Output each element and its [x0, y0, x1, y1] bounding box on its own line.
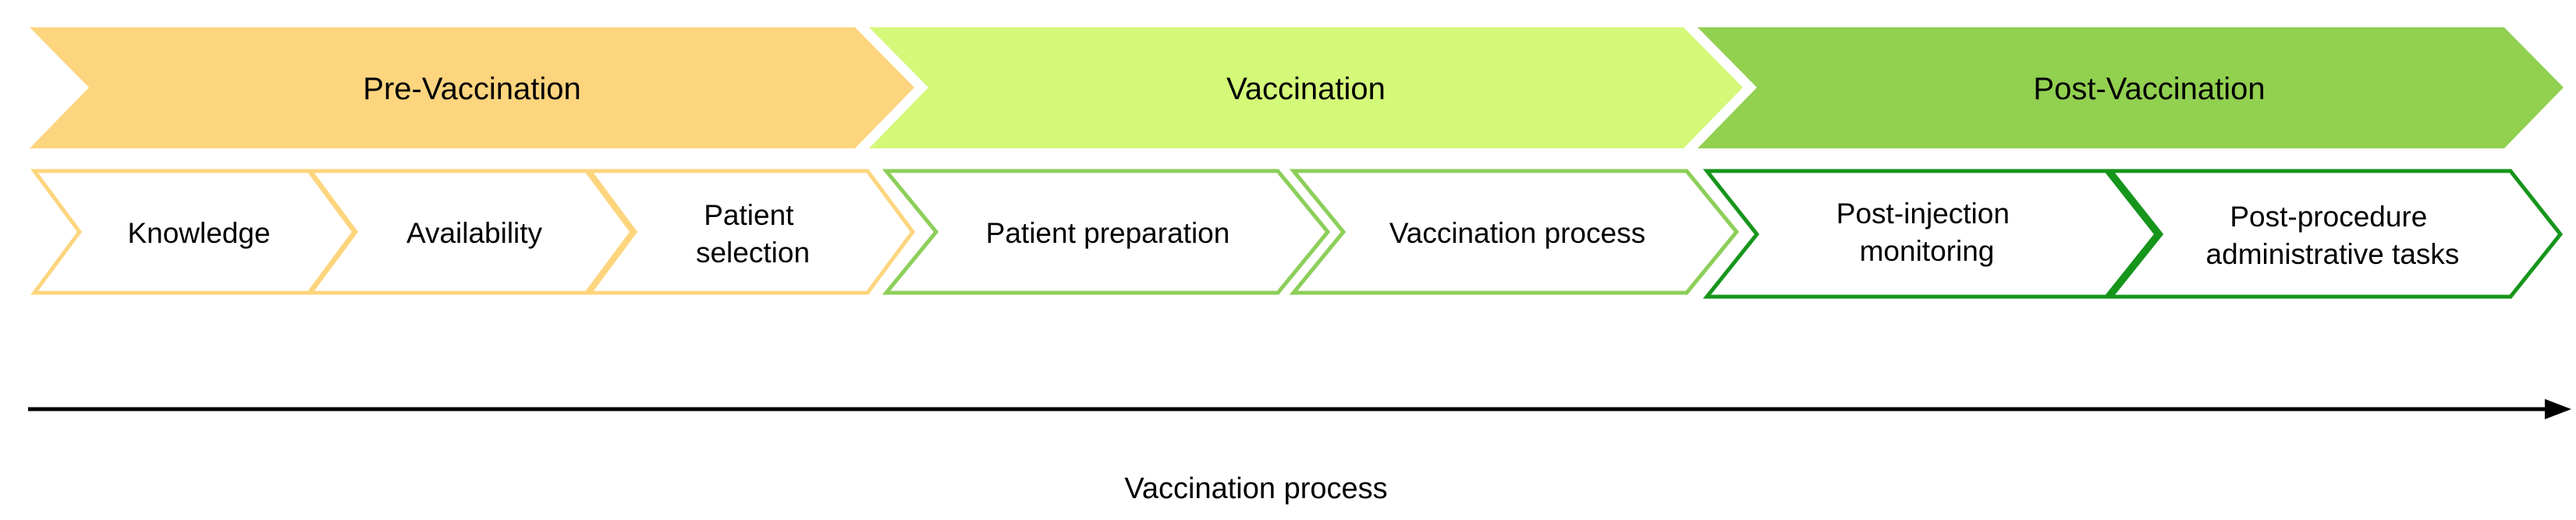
step-label-line: monitoring [1860, 235, 1995, 267]
step-chevron-patient-preparation [882, 169, 1331, 295]
phase-chevron-post-vaccination [1698, 27, 2564, 148]
step-label-knowledge: Knowledge [127, 217, 270, 249]
phase-label-pre-vaccination: Pre-Vaccination [363, 72, 580, 106]
step-label-vaccination-process: Vaccination process [1389, 217, 1645, 249]
step-label-line: selection [696, 237, 810, 269]
phase-label-post-vaccination: Post-Vaccination [2033, 72, 2265, 106]
step-label-line: Patient preparation [986, 217, 1230, 249]
step-label-patient-preparation: Patient preparation [986, 217, 1230, 249]
process-axis: Vaccination process [28, 399, 2571, 505]
step-chevron-patient-selection [586, 169, 916, 295]
step-label-line: Vaccination process [1389, 217, 1645, 249]
phase-label-vaccination: Vaccination [1226, 72, 1386, 106]
step-label-post-procedure-administrative-tasks: Post-procedure administrative tasks [2206, 201, 2460, 270]
step-chevron-post-injection-monitoring [1702, 169, 2159, 299]
step-label-line: administrative tasks [2206, 238, 2460, 270]
step-row: Knowledge Availability Patient selection… [30, 169, 2564, 299]
step-chevron-post-procedure-administrative-tasks [2106, 169, 2564, 299]
phase-chevron-pre-vaccination [30, 27, 914, 148]
step-label-availability: Availability [406, 217, 543, 249]
arrow-head-icon [2545, 399, 2571, 419]
phase-chevron-vaccination [869, 27, 1743, 148]
step-label-line: Patient [704, 199, 794, 231]
step-label-post-injection-monitoring: Post-injection monitoring [1836, 198, 2017, 267]
step-label-line: Knowledge [127, 217, 270, 249]
step-chevron-availability [307, 169, 635, 295]
step-label-patient-selection: Patient selection [696, 199, 810, 269]
step-label-line: Post-injection [1836, 198, 2010, 230]
phase-row: Pre-Vaccination Vaccination Post-Vaccina… [30, 27, 2564, 148]
step-label-line: Post-procedure [2230, 201, 2427, 233]
step-label-line: Availability [406, 217, 543, 249]
axis-label: Vaccination process [1124, 472, 1387, 505]
step-chevron-vaccination-process [1289, 169, 1740, 295]
